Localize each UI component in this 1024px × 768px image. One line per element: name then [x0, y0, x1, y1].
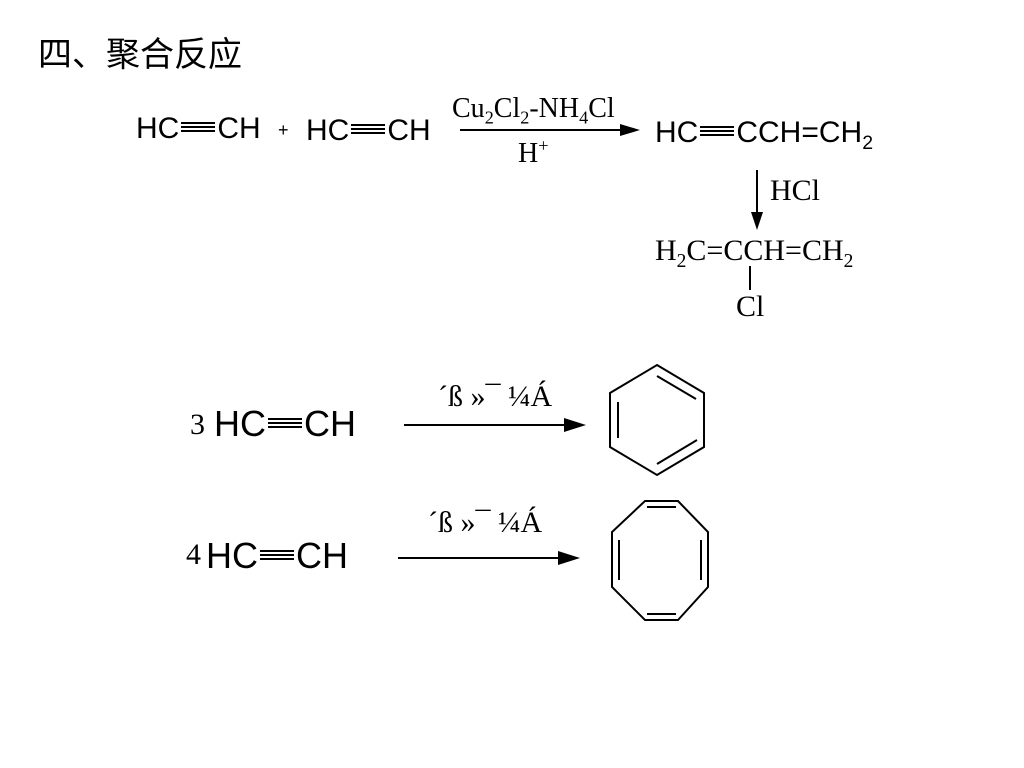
- coefficient-3: 3: [190, 408, 205, 441]
- triple-bond-icon: [181, 120, 216, 134]
- triple-bond-icon: [351, 122, 386, 136]
- ch-label: CH: [304, 403, 356, 444]
- arrow-down-icon: [751, 170, 763, 230]
- ch-label: CH: [217, 112, 261, 145]
- acetylene-molecule-3: HC CH: [214, 406, 356, 442]
- subscript: 2: [843, 251, 854, 272]
- cu-label: Cu: [452, 93, 485, 124]
- subscript: 2: [484, 107, 494, 128]
- acetylene-molecule-2: HC CH: [306, 116, 431, 146]
- hc-label: HC: [306, 114, 350, 147]
- acetylene-molecule-1: HC CH: [136, 114, 261, 144]
- arrow-right-icon-3: [404, 418, 586, 432]
- chloro-substituent: Cl: [736, 290, 765, 323]
- ch-label: CH: [296, 535, 348, 576]
- cch-label: CCH=CH: [736, 116, 863, 149]
- cl-label: Cl: [588, 93, 615, 124]
- catalyst-condition: Cu2Cl2-NH4Cl: [452, 93, 615, 127]
- h-label: H: [655, 234, 677, 267]
- arrow-right-icon-4: [398, 551, 580, 565]
- cyclooctatetraene-ring-icon: [611, 500, 709, 621]
- subscript: 2: [862, 132, 874, 154]
- hc-label: HC: [655, 116, 699, 149]
- acid-condition: H+: [518, 137, 549, 169]
- triple-bond-icon: [260, 548, 294, 562]
- subscript: 2: [676, 251, 687, 272]
- coefficient-4: 4: [186, 538, 201, 571]
- nh-label: -NH: [529, 93, 580, 124]
- triple-bond-icon: [700, 124, 735, 138]
- acetylene-molecule-4: HC CH: [206, 538, 348, 574]
- catalyst-label-3: ´ß »¯ ¼Á: [438, 380, 553, 413]
- subscript: 4: [579, 107, 589, 128]
- catalyst-label-4: ´ß »¯ ¼Á: [428, 506, 543, 539]
- chloroprene-product: H2C=CCH=CH2: [655, 234, 853, 272]
- hcl-reagent: HCl: [770, 174, 821, 207]
- chain-label: C=CCH=CH: [686, 234, 844, 267]
- hc-label: HC: [206, 535, 258, 576]
- triple-bond-icon: [268, 416, 302, 430]
- vinylacetylene-product: HC CCH=CH2: [655, 116, 873, 153]
- subscript: 2: [520, 107, 530, 128]
- ch-label: CH: [387, 114, 431, 147]
- hc-label: HC: [136, 112, 180, 145]
- benzene-ring-icon: [609, 363, 705, 477]
- plus-sign: +: [278, 120, 289, 140]
- arrow-right-icon-1: [460, 124, 640, 136]
- h-label: H: [518, 138, 539, 169]
- cl-label: Cl: [493, 93, 521, 124]
- page-title: 四、聚合反应: [38, 35, 242, 75]
- hc-label: HC: [214, 403, 266, 444]
- superscript: +: [538, 135, 549, 156]
